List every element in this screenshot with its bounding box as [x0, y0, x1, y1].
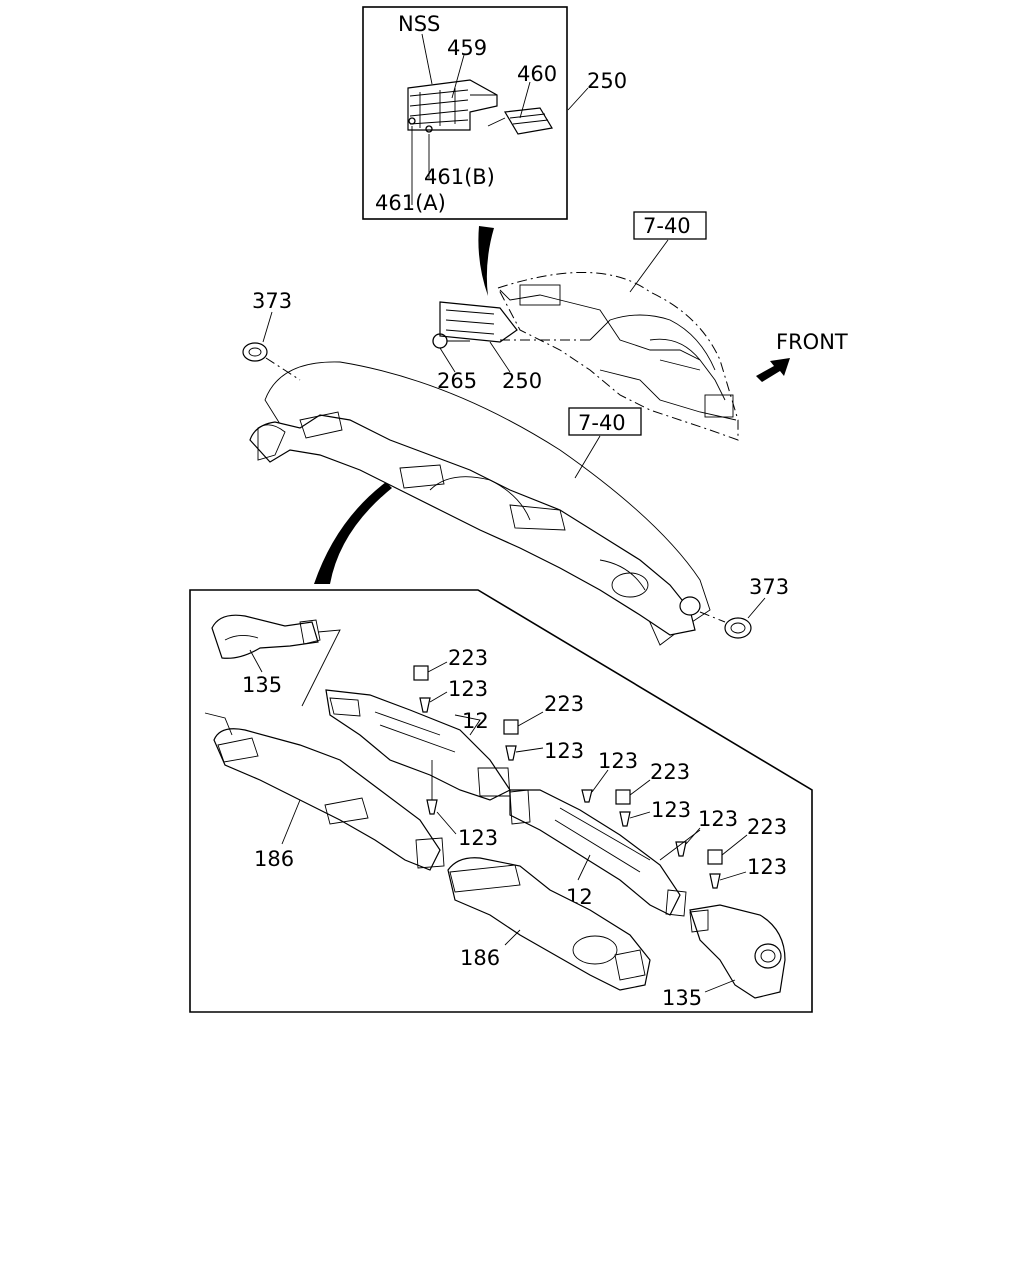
- label-front: FRONT: [776, 330, 848, 354]
- screw-461a-icon: [408, 117, 416, 125]
- screw-123-g-icon: [709, 873, 721, 889]
- screw-461b-icon: [425, 125, 433, 133]
- front-arrow-icon: [756, 358, 790, 382]
- label-461b: 461(B): [424, 165, 495, 189]
- screw-123-f-icon: [675, 841, 687, 857]
- grommet-373-left: 373: [242, 289, 301, 381]
- label-135-left: 135: [242, 673, 282, 697]
- label-373-left: 373: [252, 289, 292, 313]
- label-223-b: 223: [544, 692, 584, 716]
- instrument-panel-drawing: [497, 271, 739, 441]
- label-740-lower: 7-40: [578, 411, 626, 435]
- clip-group-c: 123 223 123: [581, 749, 691, 827]
- screw-123-b-icon: [505, 745, 517, 761]
- clip-223-d-icon: [707, 849, 723, 865]
- label-223-c: 223: [650, 760, 690, 784]
- pointer-wedge-upper: [478, 226, 494, 296]
- label-223-d: 223: [747, 815, 787, 839]
- screw-123-d-icon: [581, 789, 593, 803]
- duct-135-left: 135: [211, 614, 341, 707]
- label-460: 460: [517, 62, 557, 86]
- label-740-upper: 7-40: [643, 214, 691, 238]
- front-arrow: FRONT: [756, 330, 848, 382]
- label-135-right: 135: [662, 986, 702, 1010]
- control-unit-drawing: [407, 79, 498, 131]
- label-123-d: 123: [598, 749, 638, 773]
- duct-186-right: 186: [447, 857, 651, 991]
- grommet-373-right: 373: [699, 575, 789, 639]
- clip-223-c-icon: [615, 789, 631, 805]
- label-186-right: 186: [460, 946, 500, 970]
- control-unit-inset: NSS 459 460 250 461(B) 461(A): [362, 6, 627, 220]
- duct-panel-assembly-drawing: [249, 361, 711, 646]
- label-123-e: 123: [651, 798, 691, 822]
- ref-box-740-upper: 7-40: [629, 211, 707, 293]
- ref-box-740-lower: 7-40: [568, 407, 642, 479]
- duct-135-right: 135: [662, 904, 786, 1010]
- clip-223-b-icon: [503, 719, 519, 735]
- screw-123-c-icon: [426, 799, 438, 815]
- label-123-g: 123: [747, 855, 787, 879]
- label-250-inset: 250: [587, 69, 627, 93]
- label-nss: NSS: [398, 12, 440, 36]
- label-123-c: 123: [458, 826, 498, 850]
- clip-group-a: 223 123: [413, 646, 488, 713]
- label-186-left: 186: [254, 847, 294, 871]
- duct-186-left: 186 123: [204, 712, 498, 871]
- label-123-a: 123: [448, 677, 488, 701]
- exploded-detail-frame: [189, 589, 813, 1013]
- clip-group-b: 223 123: [503, 692, 584, 763]
- label-373-right: 373: [749, 575, 789, 599]
- screw-123-a-icon: [419, 697, 431, 713]
- label-223-a: 223: [448, 646, 488, 670]
- label-250-main: 250: [502, 369, 542, 393]
- duct-12-upper: 12: [325, 689, 511, 801]
- inset-frame: [362, 6, 568, 220]
- label-459: 459: [447, 36, 487, 60]
- clip-group-d: 123 223 123: [659, 807, 787, 889]
- connector-460-drawing: [487, 107, 553, 135]
- label-12-upper: 12: [462, 709, 489, 733]
- label-123-f: 123: [698, 807, 738, 831]
- label-461a: 461(A): [375, 191, 446, 215]
- screw-123-e-icon: [619, 811, 631, 827]
- pointer-wedge-lower: [314, 482, 392, 584]
- clip-223-a-icon: [413, 665, 429, 681]
- control-unit-250-drawing: 265 250: [432, 301, 590, 393]
- label-265: 265: [437, 369, 477, 393]
- label-123-b: 123: [544, 739, 584, 763]
